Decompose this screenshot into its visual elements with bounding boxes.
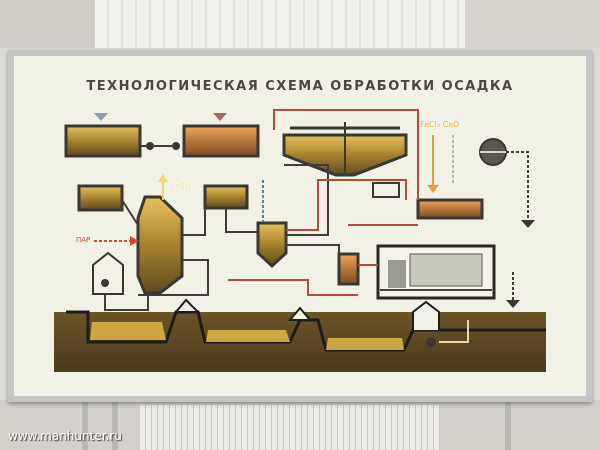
stand-leg	[505, 395, 511, 450]
gas-tank	[203, 184, 249, 210]
pipe	[506, 151, 529, 220]
radiator	[140, 405, 440, 450]
thickener-tank	[64, 124, 142, 158]
thickener-tank	[182, 124, 260, 158]
wall	[465, 0, 600, 48]
stand-leg	[112, 395, 118, 450]
methane-arrow	[158, 174, 168, 182]
methane-digester	[136, 195, 184, 295]
inlet-arrow	[94, 113, 108, 121]
filter-press	[416, 198, 484, 220]
window-curtain	[95, 0, 465, 48]
pump-house	[412, 300, 440, 330]
wall	[0, 0, 95, 48]
outlet-arrow	[521, 220, 535, 228]
watermark: www.manhunter.ru	[8, 429, 122, 443]
process-diagram-board: ТЕХНОЛОГИЧЕСКАЯ СХЕМА ОБРАБОТКИ ОСАДКА C…	[8, 50, 592, 402]
diagram-title: ТЕХНОЛОГИЧЕСКАЯ СХЕМА ОБРАБОТКИ ОСАДКА	[86, 79, 514, 94]
dosing-unit	[372, 182, 400, 198]
channel-water	[90, 322, 166, 340]
diagram-drawing	[14, 56, 586, 396]
pipe	[104, 164, 340, 311]
pump-house	[92, 251, 124, 295]
outlet-arrow	[506, 300, 520, 308]
pipe	[228, 109, 419, 296]
inlet-arrow	[213, 113, 227, 121]
steam-label: ПАР	[76, 236, 91, 244]
pump	[172, 142, 180, 150]
secondary-settler	[256, 221, 288, 269]
methane-label: CH₄	[174, 182, 189, 191]
digester-feed-tank	[77, 184, 124, 212]
pump	[146, 142, 154, 150]
reagents-label: FeCl₃ CaO	[420, 120, 460, 129]
sludge-tank	[337, 252, 360, 286]
stand-leg	[82, 395, 88, 450]
